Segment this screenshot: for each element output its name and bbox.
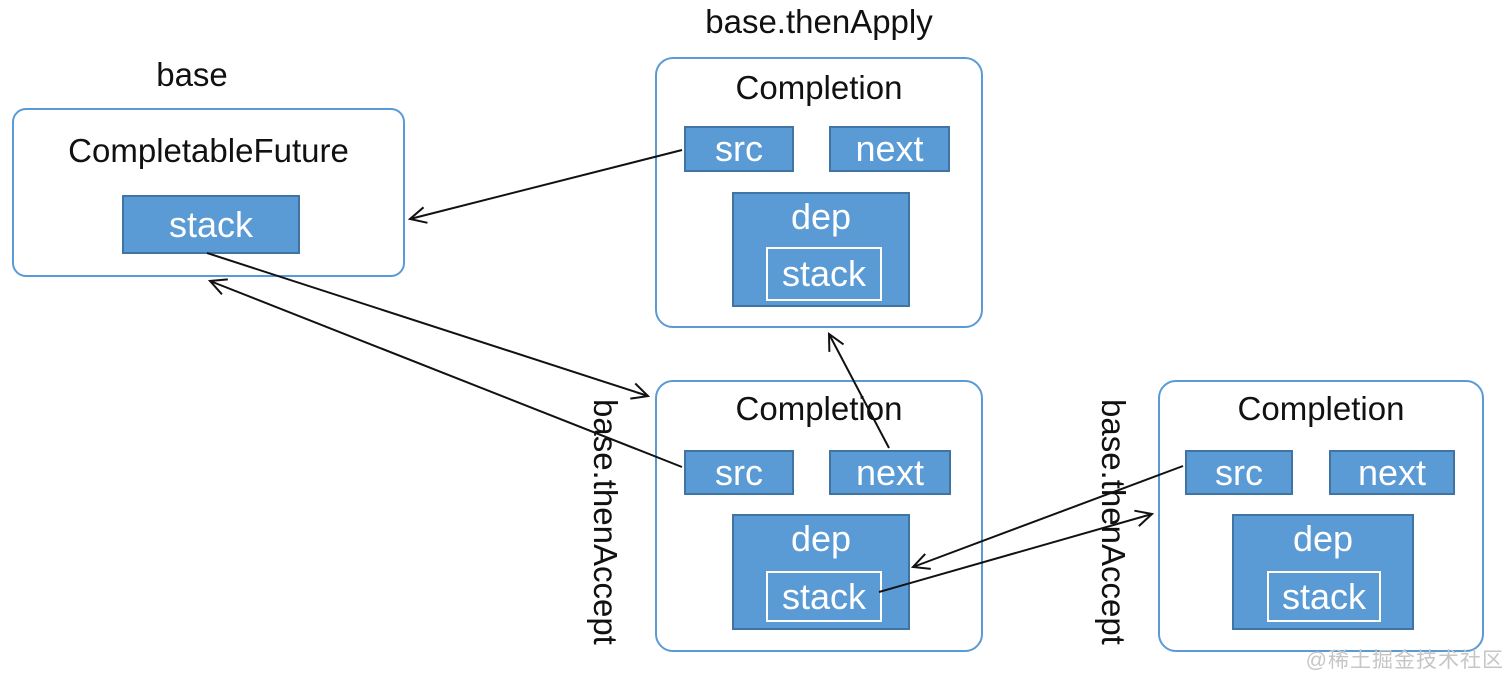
thenaccept2-dep-field: dep stack [1232,514,1414,630]
thenapply-dep-label: dep [790,196,852,237]
thenapply-src-field: src [684,126,794,172]
thenapply-class-name: Completion [735,69,903,106]
thenapply-dep-field: dep stack [732,192,910,307]
thenaccept2-class-name: Completion [1237,390,1405,427]
thenapply-node-title: base.thenApply [705,3,933,40]
base-node-title: base [156,56,228,93]
thenaccept2-dep-label: dep [1292,518,1354,559]
thenaccept2-next-field: next [1329,450,1455,495]
thenaccept2-src-field: src [1185,450,1293,495]
base-stack-field: stack [122,195,300,254]
thenaccept2-completion-box: Completion src next dep stack [1158,380,1484,652]
thenapply-next-field: next [829,126,950,172]
thenaccept1-dep-label: dep [790,518,852,559]
thenaccept1-class-name: Completion [735,390,903,427]
thenapply-completion-box: Completion src next dep stack [655,57,983,328]
thenapply-dep-stack-field: stack [766,247,882,301]
thenaccept1-completion-box: Completion src next dep stack [655,380,983,652]
thenaccept2-dep-stack-field: stack [1267,571,1381,622]
watermark: @稀土掘金技术社区 [1305,649,1504,672]
thenaccept2-node-title: base.thenAccept [1095,399,1132,645]
base-completablefuture-box: CompletableFuture stack [12,108,405,277]
thenaccept1-next-field: next [829,450,951,495]
thenaccept1-src-field: src [684,450,794,495]
arrow-thenapply-src-to-base [407,149,683,224]
thenaccept1-node-title: base.thenAccept [587,399,624,645]
thenaccept1-dep-stack-field: stack [766,571,882,622]
thenaccept1-dep-field: dep stack [732,514,910,630]
base-class-name: CompletableFuture [68,132,349,169]
